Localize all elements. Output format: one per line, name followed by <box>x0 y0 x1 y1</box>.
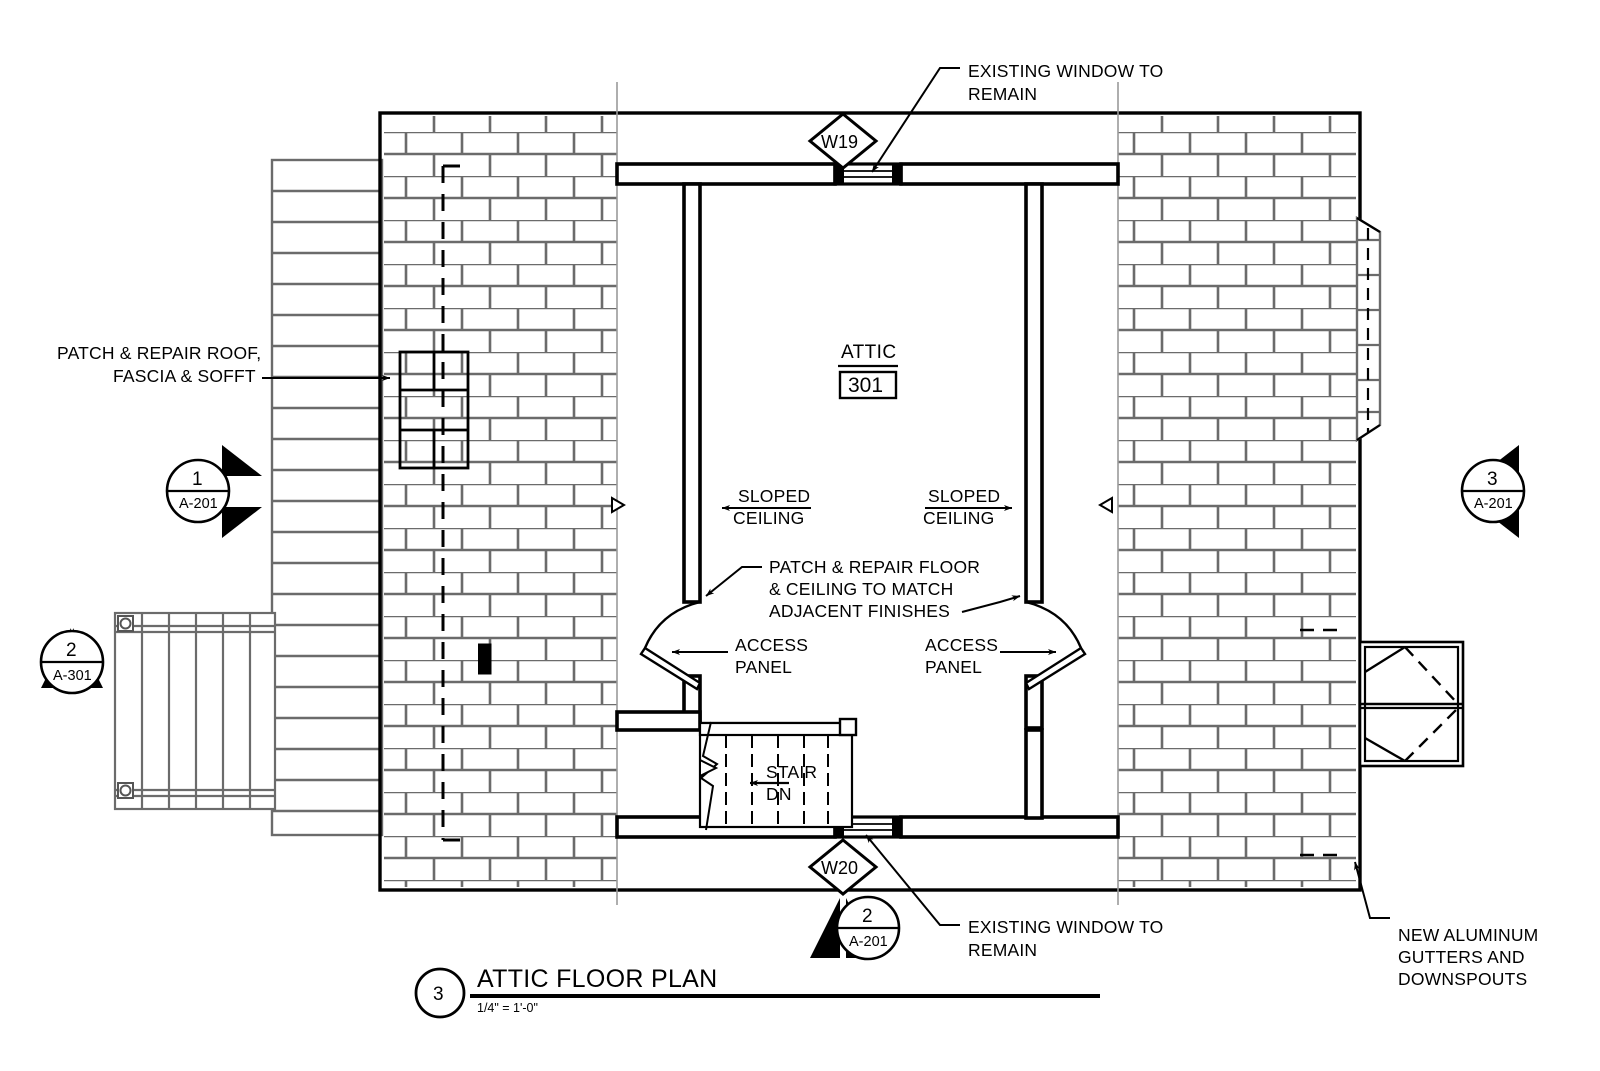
wall-bottom-right <box>899 815 1120 839</box>
wall-knee-right <box>1024 182 1044 604</box>
wall-right-lower-vertical <box>1024 728 1044 820</box>
sloped-ceiling-right-line1: SLOPED <box>928 486 1000 506</box>
window-tag-w20: W20 <box>807 838 879 896</box>
title-detail-number: 3 <box>433 984 444 1005</box>
section-marker-2-a301[interactable]: 2 A-301 <box>39 628 105 695</box>
note-access-panel-left-line2: PANEL <box>735 657 792 677</box>
access-panel-right <box>1024 600 1087 691</box>
section-marker-2-number: 2 <box>66 640 77 661</box>
drawing-scale: 1/4" = 1'-0" <box>477 1001 538 1015</box>
note-access-panel-right-line1: ACCESS <box>925 635 998 655</box>
note-patch-repair-roof: PATCH & REPAIR ROOF, FASCIA & SOFFT <box>57 343 391 386</box>
note-new-gutters: NEW ALUMINUM GUTTERS AND DOWNSPOUTS <box>1354 861 1538 989</box>
note-access-panel-left-line1: ACCESS <box>735 635 808 655</box>
section-marker-1-sheet: A-201 <box>179 496 218 512</box>
note-patch-floor-line2: & CEILING TO MATCH <box>769 579 953 599</box>
room-label-attic: ATTIC 301 <box>838 342 898 400</box>
note-existing-window-bottom: EXISTING WINDOW TO REMAIN <box>865 834 1163 960</box>
room-number: 301 <box>848 374 883 397</box>
drawing-title: ATTIC FLOOR PLAN <box>477 965 717 993</box>
exterior-deck-structure <box>113 611 277 811</box>
note-existing-window-bottom-line2: REMAIN <box>968 940 1037 960</box>
wall-knee-left <box>682 182 702 604</box>
room-number-box <box>838 370 898 400</box>
room-name: ATTIC <box>841 342 896 363</box>
sloped-ceiling-left-line2: CEILING <box>733 508 804 528</box>
roof-hatch-left <box>384 116 617 887</box>
note-gutters-line3: DOWNSPOUTS <box>1398 969 1527 989</box>
access-panel-left <box>639 600 702 691</box>
wall-break-marks <box>611 496 1113 514</box>
title-detail-bubble <box>414 967 466 1019</box>
note-patch-floor-line3: ADJACENT FINISHES <box>769 601 950 621</box>
note-gutters-line2: GUTTERS AND <box>1398 947 1525 967</box>
note-patch-repair-floor: PATCH & REPAIR FLOOR & CEILING TO MATCH … <box>705 557 1021 621</box>
drawing-title-block: 3 ATTIC FLOOR PLAN 1/4" = 1'-0" <box>414 965 1100 1019</box>
right-bay-projection <box>1358 640 1465 768</box>
roof-hatch-right <box>1118 116 1356 887</box>
break-symbol <box>699 758 719 778</box>
sloped-ceiling-note-left: SLOPED CEILING <box>721 486 811 528</box>
note-patch-floor-line1: PATCH & REPAIR FLOOR <box>769 557 980 577</box>
section-marker-2b-sheet: A-201 <box>849 934 888 950</box>
stair-label-line2: DN <box>766 784 792 804</box>
grid-reference-lines <box>616 82 1119 905</box>
window-tag-w20-label: W20 <box>821 858 858 878</box>
window-tag-w19: W19 <box>807 112 879 170</box>
window-tag-w19-label: W19 <box>821 132 858 152</box>
note-access-panel-right-line2: PANEL <box>925 657 982 677</box>
sloped-ceiling-note-right: SLOPED CEILING <box>923 486 1013 528</box>
section-marker-3-sheet: A-201 <box>1474 496 1513 512</box>
sloped-ceiling-right-line2: CEILING <box>923 508 994 528</box>
note-access-panel-right: ACCESS PANEL <box>925 635 1057 677</box>
wall-jog-left <box>478 643 492 675</box>
stair-label: STAIR DN <box>766 762 817 804</box>
window-opening-w19 <box>833 162 903 186</box>
wall-top-right <box>899 162 1120 186</box>
stair-label-line1: STAIR <box>766 762 817 782</box>
section-marker-1-number: 1 <box>192 469 203 490</box>
note-existing-window-top: EXISTING WINDOW TO REMAIN <box>871 61 1163 173</box>
note-patch-roof-line1: PATCH & REPAIR ROOF, <box>57 343 261 363</box>
sloped-ceiling-left-line1: SLOPED <box>738 486 810 506</box>
note-existing-window-bottom-line1: EXISTING WINDOW TO <box>968 917 1163 937</box>
section-marker-3-number: 3 <box>1487 469 1498 490</box>
attic-interior-walls <box>615 162 1120 839</box>
building-outline <box>378 111 1362 892</box>
wall-top-left <box>615 162 837 186</box>
section-marker-2-a201-bottom[interactable]: 2 A-201 <box>810 895 901 961</box>
section-marker-2b-number: 2 <box>862 906 873 927</box>
section-marker-3-a201[interactable]: 3 A-201 <box>1460 445 1526 538</box>
note-existing-window-top-line1: EXISTING WINDOW TO <box>968 61 1163 81</box>
note-existing-window-top-line2: REMAIN <box>968 84 1037 104</box>
section-marker-1-a201[interactable]: 1 A-201 <box>165 445 262 538</box>
section-marker-2-sheet: A-301 <box>53 668 92 684</box>
note-access-panel-left: ACCESS PANEL <box>671 635 808 677</box>
left-eave-overhang <box>270 158 384 837</box>
wall-stair-head-left <box>615 710 702 732</box>
right-roof-dormer <box>1355 215 1382 443</box>
stair-run <box>698 717 858 831</box>
note-gutters-line1: NEW ALUMINUM <box>1398 925 1538 945</box>
note-patch-roof-line2: FASCIA & SOFFT <box>113 366 256 386</box>
